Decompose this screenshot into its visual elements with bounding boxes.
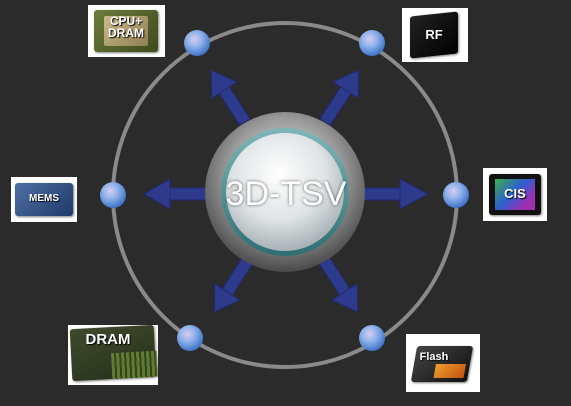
node-bottom-right	[359, 325, 385, 351]
arrow-right	[361, 178, 430, 210]
center-label: 3D-TSV	[225, 174, 347, 213]
chip-cpu-dram-label: CPU+ DRAM	[108, 14, 144, 40]
arrow-down-right	[318, 256, 359, 313]
chip-flash-label: Flash	[419, 351, 449, 363]
node-top-left	[184, 30, 210, 56]
node-bottom-left	[177, 325, 203, 351]
nodes	[100, 30, 469, 351]
arrow-down-left	[213, 256, 254, 313]
chip-dram: DRAM	[68, 325, 158, 385]
chip-cis-label: CIS	[504, 186, 526, 201]
node-left	[100, 182, 126, 208]
chip-rf: RF	[402, 8, 468, 62]
arrow-up-left	[210, 69, 251, 126]
chip-dram-label: DRAM	[85, 331, 131, 348]
node-right	[443, 182, 469, 208]
node-top-right	[359, 30, 385, 56]
arrow-left	[142, 178, 211, 210]
arrows	[142, 69, 430, 313]
chip-mems-label: MEMS	[29, 193, 59, 204]
center-hub	[205, 112, 365, 272]
chip-flash: Flash	[406, 334, 480, 392]
chip-cpu-dram: CPU+ DRAM	[88, 5, 165, 57]
chip-cis-package	[489, 174, 541, 215]
chip-cis: CIS	[483, 168, 547, 221]
chip-mems: MEMS	[11, 177, 77, 222]
chip-cpu-dram-package	[94, 10, 158, 52]
chip-mems-package	[15, 183, 73, 216]
chip-rf-label: RF	[425, 27, 443, 42]
arrow-up-right	[319, 69, 360, 126]
